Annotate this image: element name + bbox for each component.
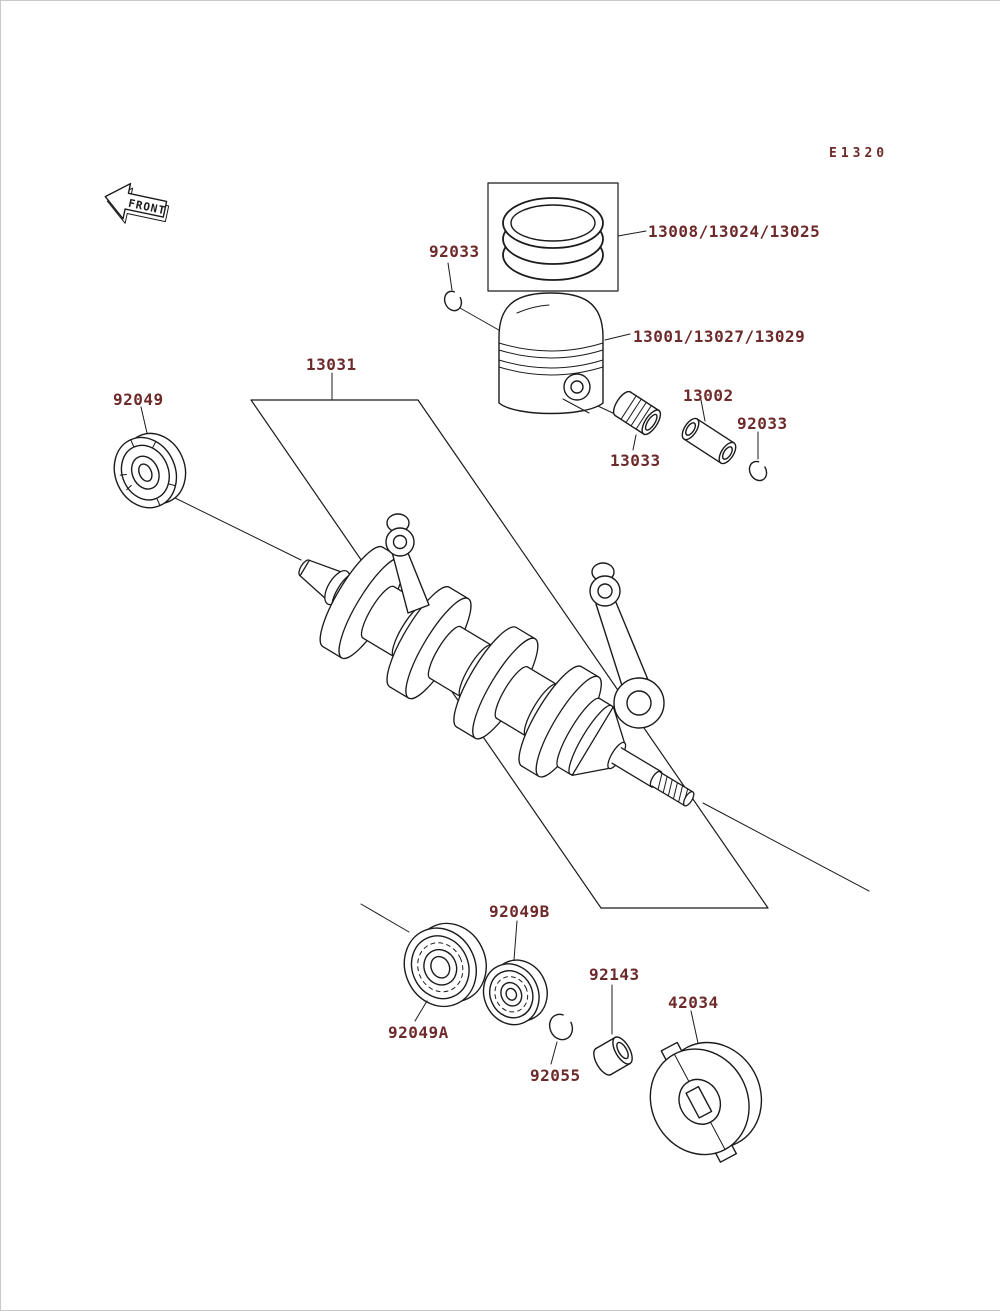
part-label-collar: 92143 bbox=[589, 965, 640, 984]
part-label-snap-ring-lower: 92055 bbox=[530, 1066, 581, 1085]
snap-ring-lower bbox=[548, 1013, 574, 1041]
collar bbox=[593, 1036, 633, 1076]
page-code: E1320 bbox=[829, 146, 889, 161]
part-label-snap-ring-top: 92033 bbox=[429, 242, 480, 261]
leader-lines-long bbox=[360, 802, 870, 933]
coupling bbox=[649, 1041, 763, 1163]
needle-bearing bbox=[612, 390, 662, 436]
part-label-bearing-inner: 92049B bbox=[489, 902, 550, 921]
part-label-oil-seal: 92049 bbox=[113, 390, 164, 409]
part-label-piston: 13001/13027/13029 bbox=[633, 327, 806, 346]
crankshaft bbox=[298, 545, 695, 807]
front-arrow-icon: FRONT bbox=[104, 182, 170, 224]
oil-seal bbox=[113, 432, 187, 509]
part-label-bearing-outer: 92049A bbox=[388, 1023, 449, 1042]
ball-bearing-b bbox=[482, 959, 548, 1026]
part-label-piston-rings: 13008/13024/13025 bbox=[648, 222, 821, 241]
part-label-coupling: 42034 bbox=[668, 993, 719, 1012]
piston-pin bbox=[681, 417, 737, 465]
part-label-crankshaft: 13031 bbox=[306, 355, 357, 374]
part-label-piston-pin: 13002 bbox=[683, 386, 734, 405]
leader-lines-top bbox=[140, 230, 759, 561]
part-label-snap-ring-side: 92033 bbox=[737, 414, 788, 433]
leader-lines-bottom bbox=[414, 920, 699, 1065]
crankshaft-box bbox=[250, 399, 769, 909]
piston bbox=[498, 292, 604, 415]
snap-ring-top bbox=[443, 290, 463, 312]
piston-rings bbox=[487, 182, 619, 292]
connecting-rod-2 bbox=[589, 562, 665, 729]
snap-ring-side bbox=[748, 460, 768, 482]
part-label-needle-bearing: 13033 bbox=[610, 451, 661, 470]
connecting-rod-1 bbox=[385, 513, 430, 614]
ball-bearing-a bbox=[403, 922, 487, 1008]
